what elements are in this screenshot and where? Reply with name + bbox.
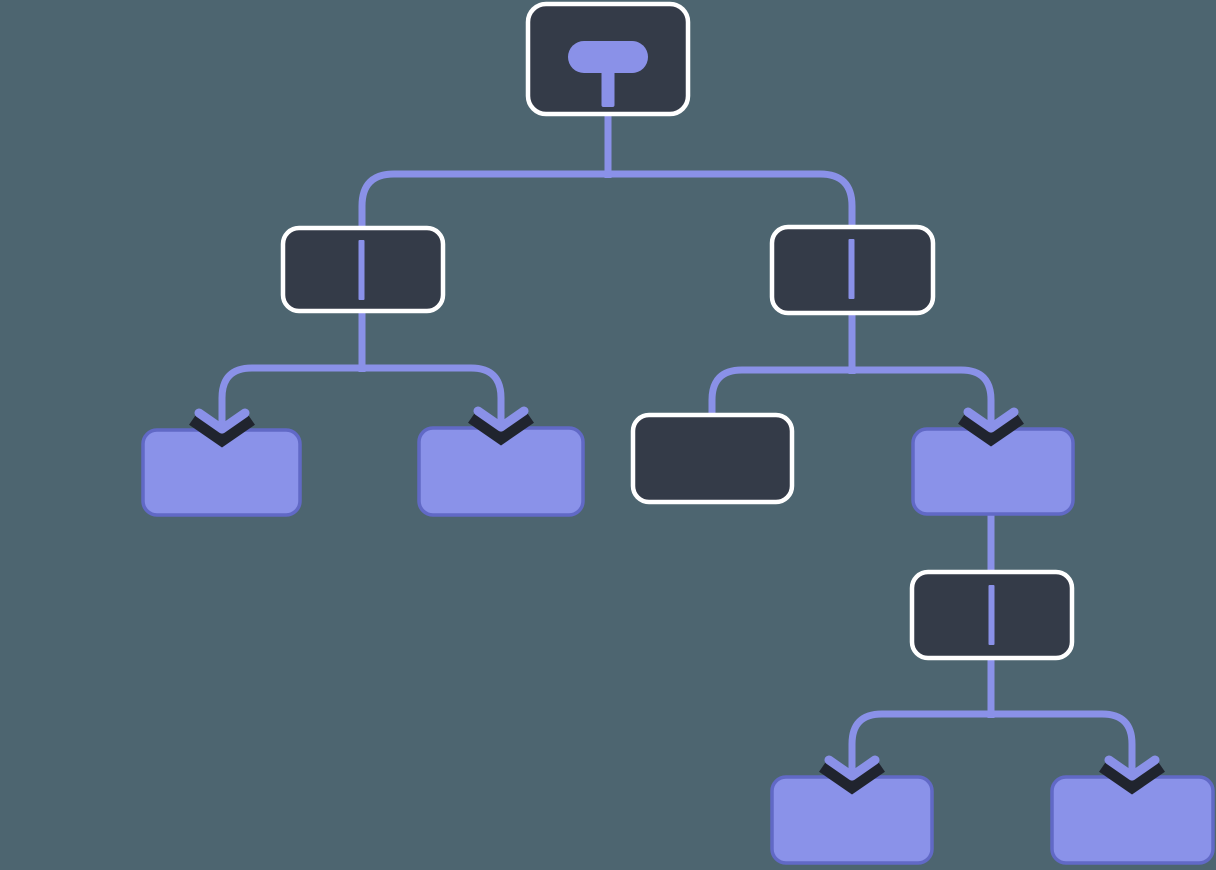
pill-icon bbox=[568, 41, 648, 73]
arrow-into-leaf-bottom-1 bbox=[819, 755, 885, 795]
arrow-into-leaf-left-2 bbox=[468, 406, 534, 446]
node-right-dark bbox=[630, 412, 795, 505]
nodes bbox=[141, 1, 1215, 865]
edge-bottom-split-bar bbox=[848, 710, 1136, 773]
chevron-down-dark-icon bbox=[958, 412, 1024, 447]
chevron-down-accent-icon bbox=[963, 407, 1019, 433]
chevron-down-dark-icon bbox=[819, 760, 885, 795]
chevron-down-accent-icon bbox=[194, 408, 250, 434]
chevron-down-accent-icon bbox=[473, 406, 529, 432]
arrow-into-leaf-left-1 bbox=[189, 408, 255, 448]
arrows bbox=[189, 406, 1165, 795]
edge-left-split-bar bbox=[218, 364, 505, 426]
arrow-into-leaf-bottom-2 bbox=[1099, 755, 1165, 795]
chevron-down-accent-icon bbox=[1104, 755, 1160, 781]
node-branch-left bbox=[280, 225, 446, 314]
chevron-down-dark-icon bbox=[189, 413, 255, 448]
node-root bbox=[525, 1, 691, 117]
edges bbox=[218, 110, 1136, 773]
node-right-dark-box bbox=[630, 412, 795, 505]
pill-stem-icon bbox=[601, 70, 615, 107]
chevron-down-dark-icon bbox=[1099, 760, 1165, 795]
chevron-down-accent-icon bbox=[824, 755, 880, 781]
node-branch-right bbox=[769, 224, 936, 316]
pass-through-line-icon bbox=[848, 239, 855, 299]
arrow-into-node-right-purple bbox=[958, 407, 1024, 447]
pass-through-line-icon bbox=[988, 585, 995, 645]
edge-top-split-bar bbox=[358, 170, 856, 230]
edge-right-split-bar bbox=[708, 366, 995, 425]
node-branch-right-lower bbox=[909, 569, 1075, 661]
chevron-down-dark-icon bbox=[468, 411, 534, 446]
pass-through-line-icon bbox=[358, 240, 365, 300]
